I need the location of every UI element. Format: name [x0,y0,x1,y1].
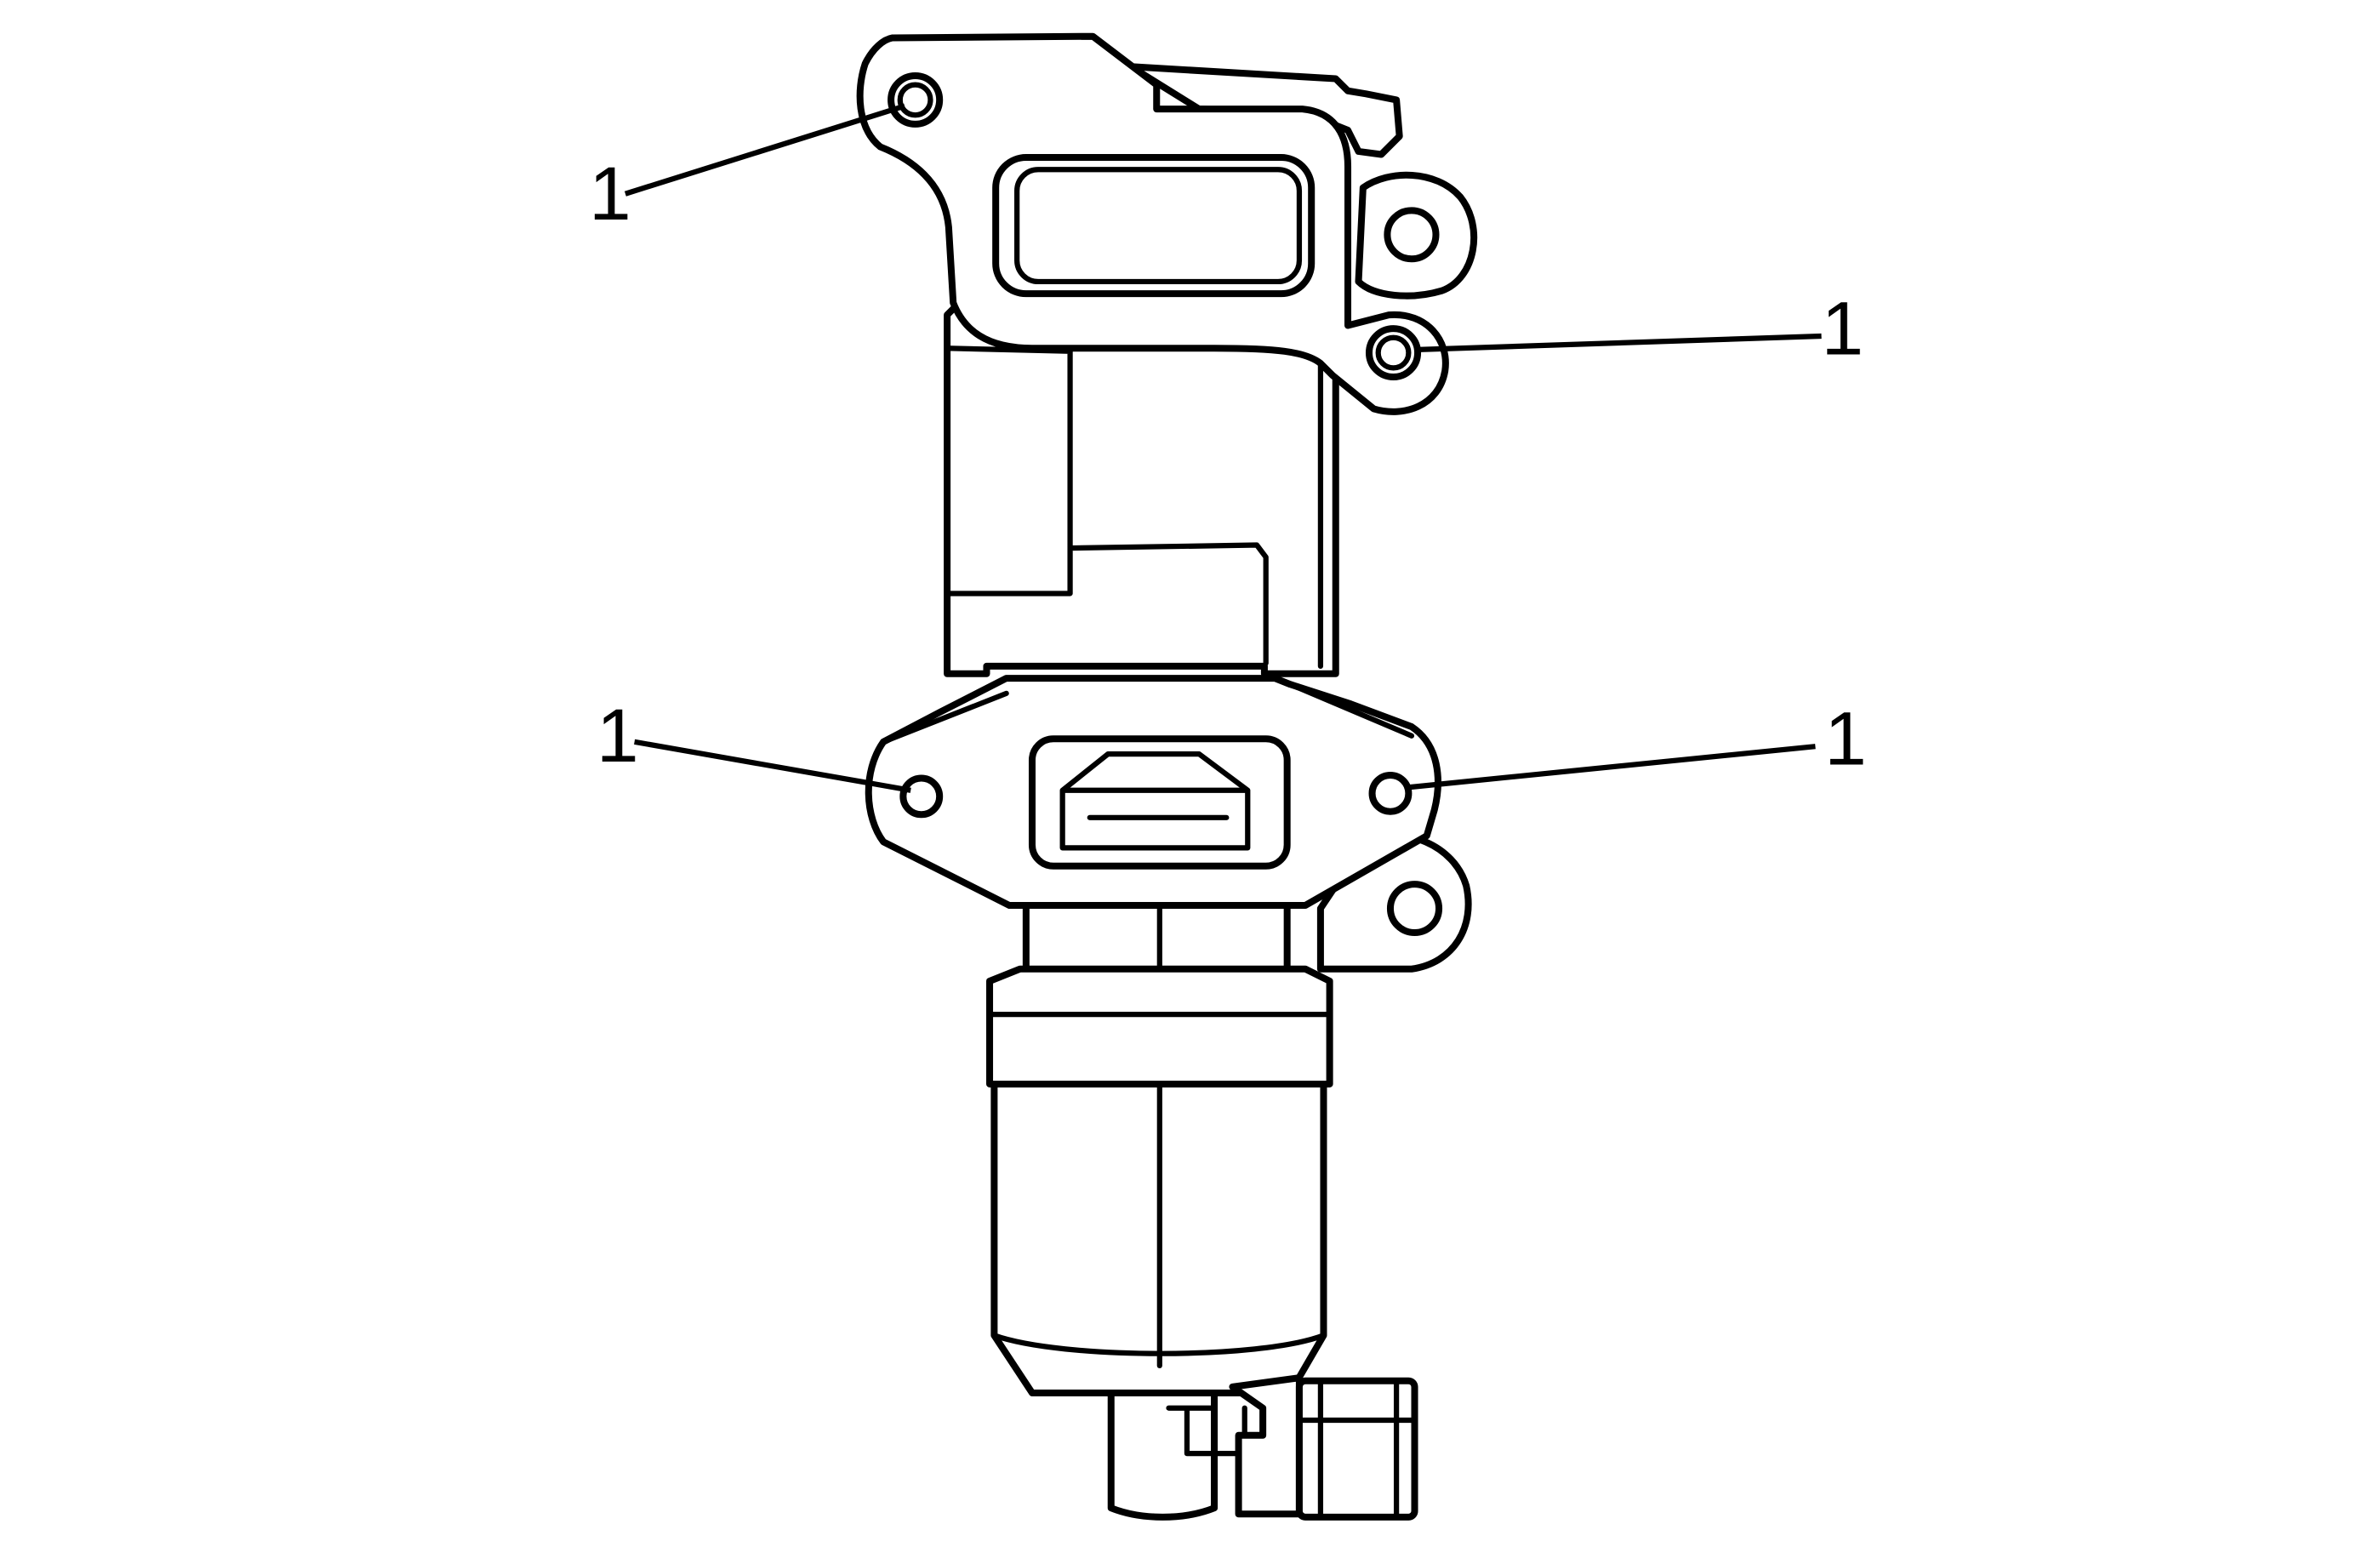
callout-middle-right: 1 [1824,696,1867,781]
middle-right-ear-hole [1386,881,1443,937]
leader-upper-right [1414,333,1822,353]
callout-middle-left: 1 [596,693,639,778]
callout-upper-right: 1 [1822,285,1864,370]
middle-right-bolt-hole [1368,771,1413,815]
valve-actuator [986,965,1333,1396]
callout-upper-left: 1 [589,151,631,236]
connector-stem-detail [1166,1405,1247,1511]
valve-upper-body [856,32,1478,677]
upper-housing [944,299,1339,677]
callout-labels: 1 1 1 1 [589,151,1867,780]
connector-plug [1295,1377,1418,1521]
connector-housing [1229,1374,1303,1518]
middle-left-bolt-hole [899,774,944,819]
upper-right-ear-hole [1384,207,1440,263]
actuator-cap [986,965,1333,1087]
electrical-connector [1107,1374,1418,1521]
leader-middle-right [1408,744,1816,791]
actuator-bottom-chamfer [991,1333,1327,1356]
middle-flange-port-detail [1059,751,1251,851]
leader-middle-left [634,739,911,793]
upper-flange-port-inner [1014,167,1303,285]
callout-leaders [624,103,1822,793]
upper-right-bolt-hole-inner [1375,334,1412,371]
middle-flange-top-edge [881,682,1415,745]
leader-upper-left [624,103,906,197]
upper-left-bolt-hole-inner [897,82,933,118]
connector-plug-detail [1296,1378,1418,1520]
upper-flange-port [992,154,1316,298]
valve-middle-flange [865,675,1472,1002]
